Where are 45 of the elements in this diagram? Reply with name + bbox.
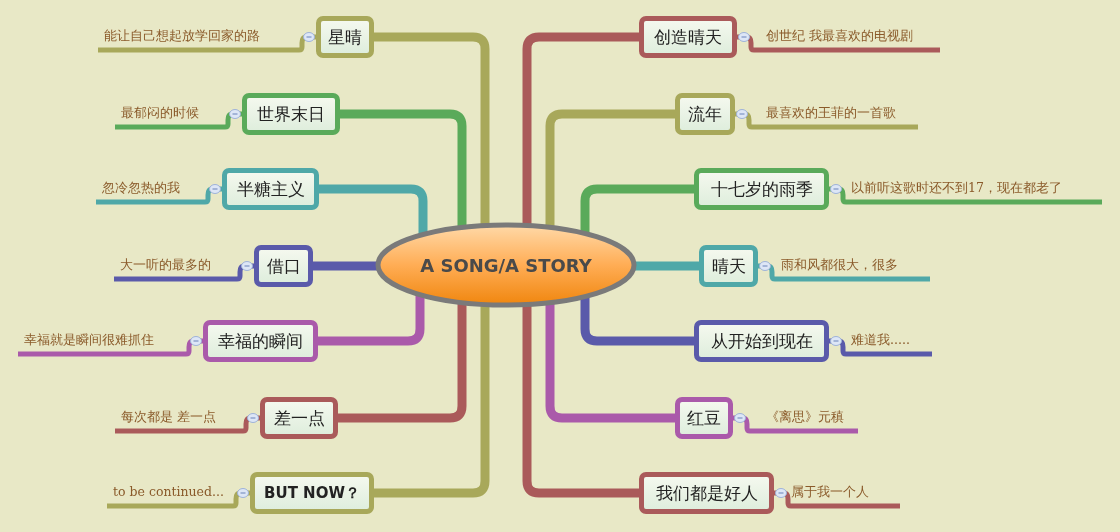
note-text: 忽冷忽热的我 [96, 178, 205, 202]
underline-connector [774, 488, 900, 509]
topic-box: 从开始到现在 [694, 320, 829, 362]
topic-box: BUT NOW？ [250, 472, 374, 514]
underline-connector [737, 32, 940, 53]
branch-line [313, 261, 378, 271]
note-text: 最郁闷的时候 [115, 103, 226, 127]
note-text: 难道我..... [845, 330, 932, 354]
topic-box: 世界末日 [242, 93, 340, 135]
branch-line [634, 261, 699, 271]
underline-connector [735, 109, 918, 130]
note-text: 最喜欢的王菲的一首歌 [760, 103, 918, 127]
underline-connector [114, 261, 254, 282]
underline-connector [98, 32, 316, 53]
topic-box: 创造晴天 [639, 16, 737, 58]
topic-box: 差一点 [260, 397, 338, 439]
topic-box: 借口 [254, 245, 313, 287]
note-text: 《离思》元稹 [760, 407, 858, 431]
note-text: 大一听的最多的 [114, 255, 240, 279]
note-text: 创世纪 我最喜欢的电视剧 [760, 26, 940, 50]
topic-box: 我们都是好人 [639, 472, 774, 514]
underline-connector [96, 184, 222, 205]
central-topic-ellipse: A SONG/A STORY [374, 221, 638, 309]
underline-connector [758, 261, 930, 282]
topic-box: 星晴 [316, 16, 374, 58]
underline-connector [829, 184, 1102, 205]
underline-connector [18, 336, 203, 357]
topic-box: 红豆 [675, 397, 733, 439]
topic-box: 半糖主义 [222, 168, 319, 210]
note-text: 雨和风都很大，很多 [775, 255, 930, 279]
topic-box: 十七岁的雨季 [694, 168, 829, 210]
note-text: 以前听这歌时还不到17，现在都老了 [845, 178, 1102, 202]
underline-connector [107, 488, 250, 509]
topic-box: 幸福的瞬间 [203, 320, 318, 362]
note-text: 幸福就是瞬间很难抓住 [18, 330, 188, 354]
underline-connector [829, 336, 932, 357]
note-text: 每次都是 差一点 [115, 407, 244, 431]
underline-connector [733, 413, 858, 434]
note-text: 属于我一个人 [785, 482, 900, 506]
topic-box: 晴天 [699, 245, 758, 287]
note-text: to be continued... [107, 482, 236, 506]
topic-box: 流年 [675, 93, 735, 135]
underline-connector [115, 109, 242, 130]
underline-connector [115, 413, 260, 434]
note-text: 能让自己想起放学回家的路 [98, 26, 300, 50]
